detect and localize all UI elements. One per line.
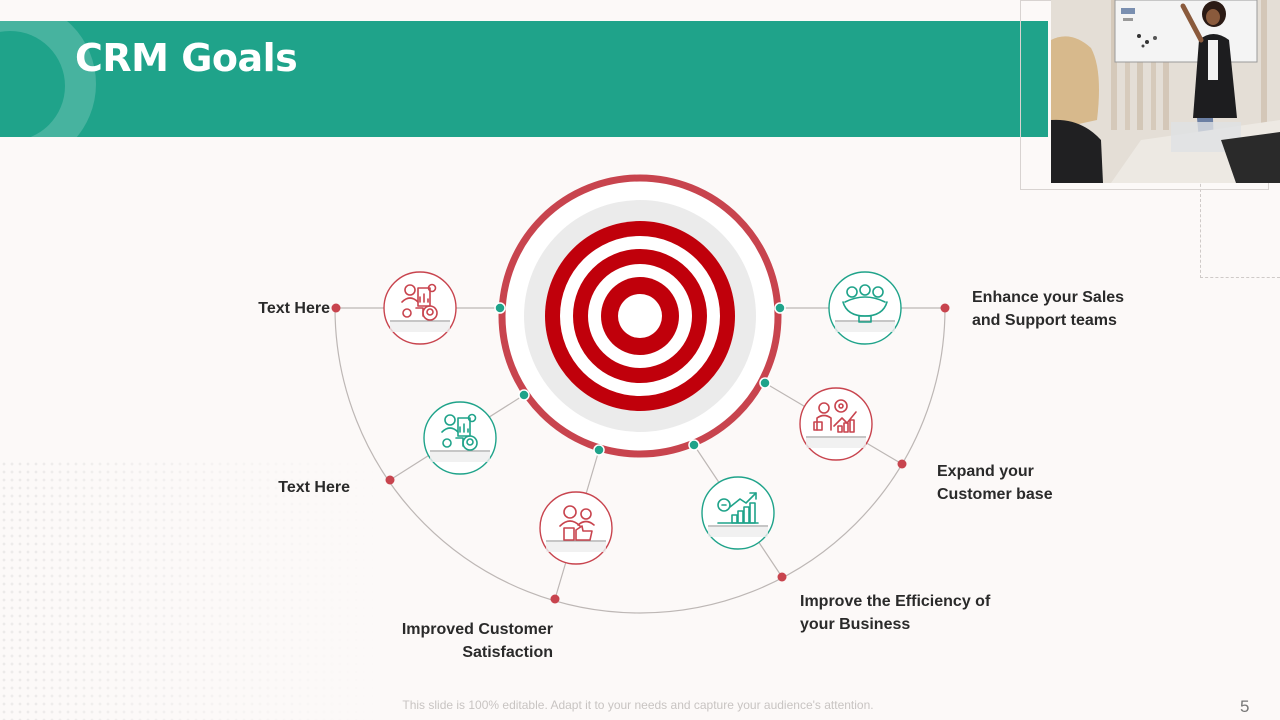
- goal-node-6: [774, 271, 950, 345]
- goal-label-3: Improved Customer Satisfaction: [401, 621, 553, 661]
- goal-node-3: [539, 444, 613, 604]
- goal-outer-dot-2: [385, 475, 395, 485]
- target-ring-6: [618, 294, 662, 338]
- goal-node-base-3: [546, 540, 606, 552]
- goal-label-1: Text Here: [258, 300, 330, 317]
- goal-outer-dot-1: [331, 303, 341, 313]
- goal-inner-dot-4: [688, 439, 700, 451]
- goal-node-base-5: [806, 436, 866, 448]
- goal-node-base-4: [708, 525, 768, 537]
- goal-node-base-1: [390, 320, 450, 332]
- office-meeting-photo-art: [1051, 0, 1280, 183]
- goal-node-base-2: [430, 450, 490, 462]
- goal-node-1: [331, 271, 506, 345]
- goal-outer-dot-5: [897, 459, 907, 469]
- goal-label-5: Expand your Customer base: [937, 463, 1053, 503]
- growth-chart-icon: [717, 492, 759, 524]
- connector-arc-layer: [334, 307, 946, 614]
- header-band: [0, 21, 1048, 137]
- target-icon: [498, 174, 782, 458]
- customer-satisfaction-icon: [559, 505, 595, 541]
- goal-node-circle-3: [539, 491, 613, 565]
- business-growth-icon: [813, 399, 857, 433]
- goal-node-2: [385, 389, 530, 485]
- goal-label-4: Improve the Efficiency of your Business: [800, 593, 991, 633]
- goal-outer-dot-6: [940, 303, 950, 313]
- goal-node-base-6: [835, 320, 895, 332]
- goal-node-circle-6: [828, 271, 902, 345]
- goal-inner-dot-2: [518, 389, 530, 401]
- goal-inner-dot-6: [774, 302, 786, 314]
- goal-label-6: Enhance your Sales and Support teams: [972, 289, 1125, 329]
- outer-arc: [334, 307, 946, 614]
- page-number: 5: [1240, 697, 1250, 716]
- slide-title: CRM Goals: [75, 36, 298, 80]
- team-analytics-icon: [441, 413, 478, 451]
- goal-nodes: [331, 271, 950, 604]
- team-analytics-icon: [401, 283, 438, 321]
- goal-node-4: [688, 439, 787, 582]
- goal-inner-dot-3: [593, 444, 605, 456]
- goal-label-2: Text Here: [278, 479, 350, 496]
- goal-inner-dot-5: [759, 377, 771, 389]
- goal-node-5: [759, 377, 907, 469]
- team-support-icon: [842, 284, 888, 323]
- office-meeting-photo: [1051, 0, 1280, 183]
- goal-outer-dot-3: [550, 594, 560, 604]
- photo-dashed-frame: [1200, 118, 1280, 278]
- footer-note: This slide is 100% editable. Adapt it to…: [402, 698, 874, 712]
- goal-inner-dot-1: [494, 302, 506, 314]
- dot-texture: [0, 460, 380, 720]
- goal-outer-dot-4: [777, 572, 787, 582]
